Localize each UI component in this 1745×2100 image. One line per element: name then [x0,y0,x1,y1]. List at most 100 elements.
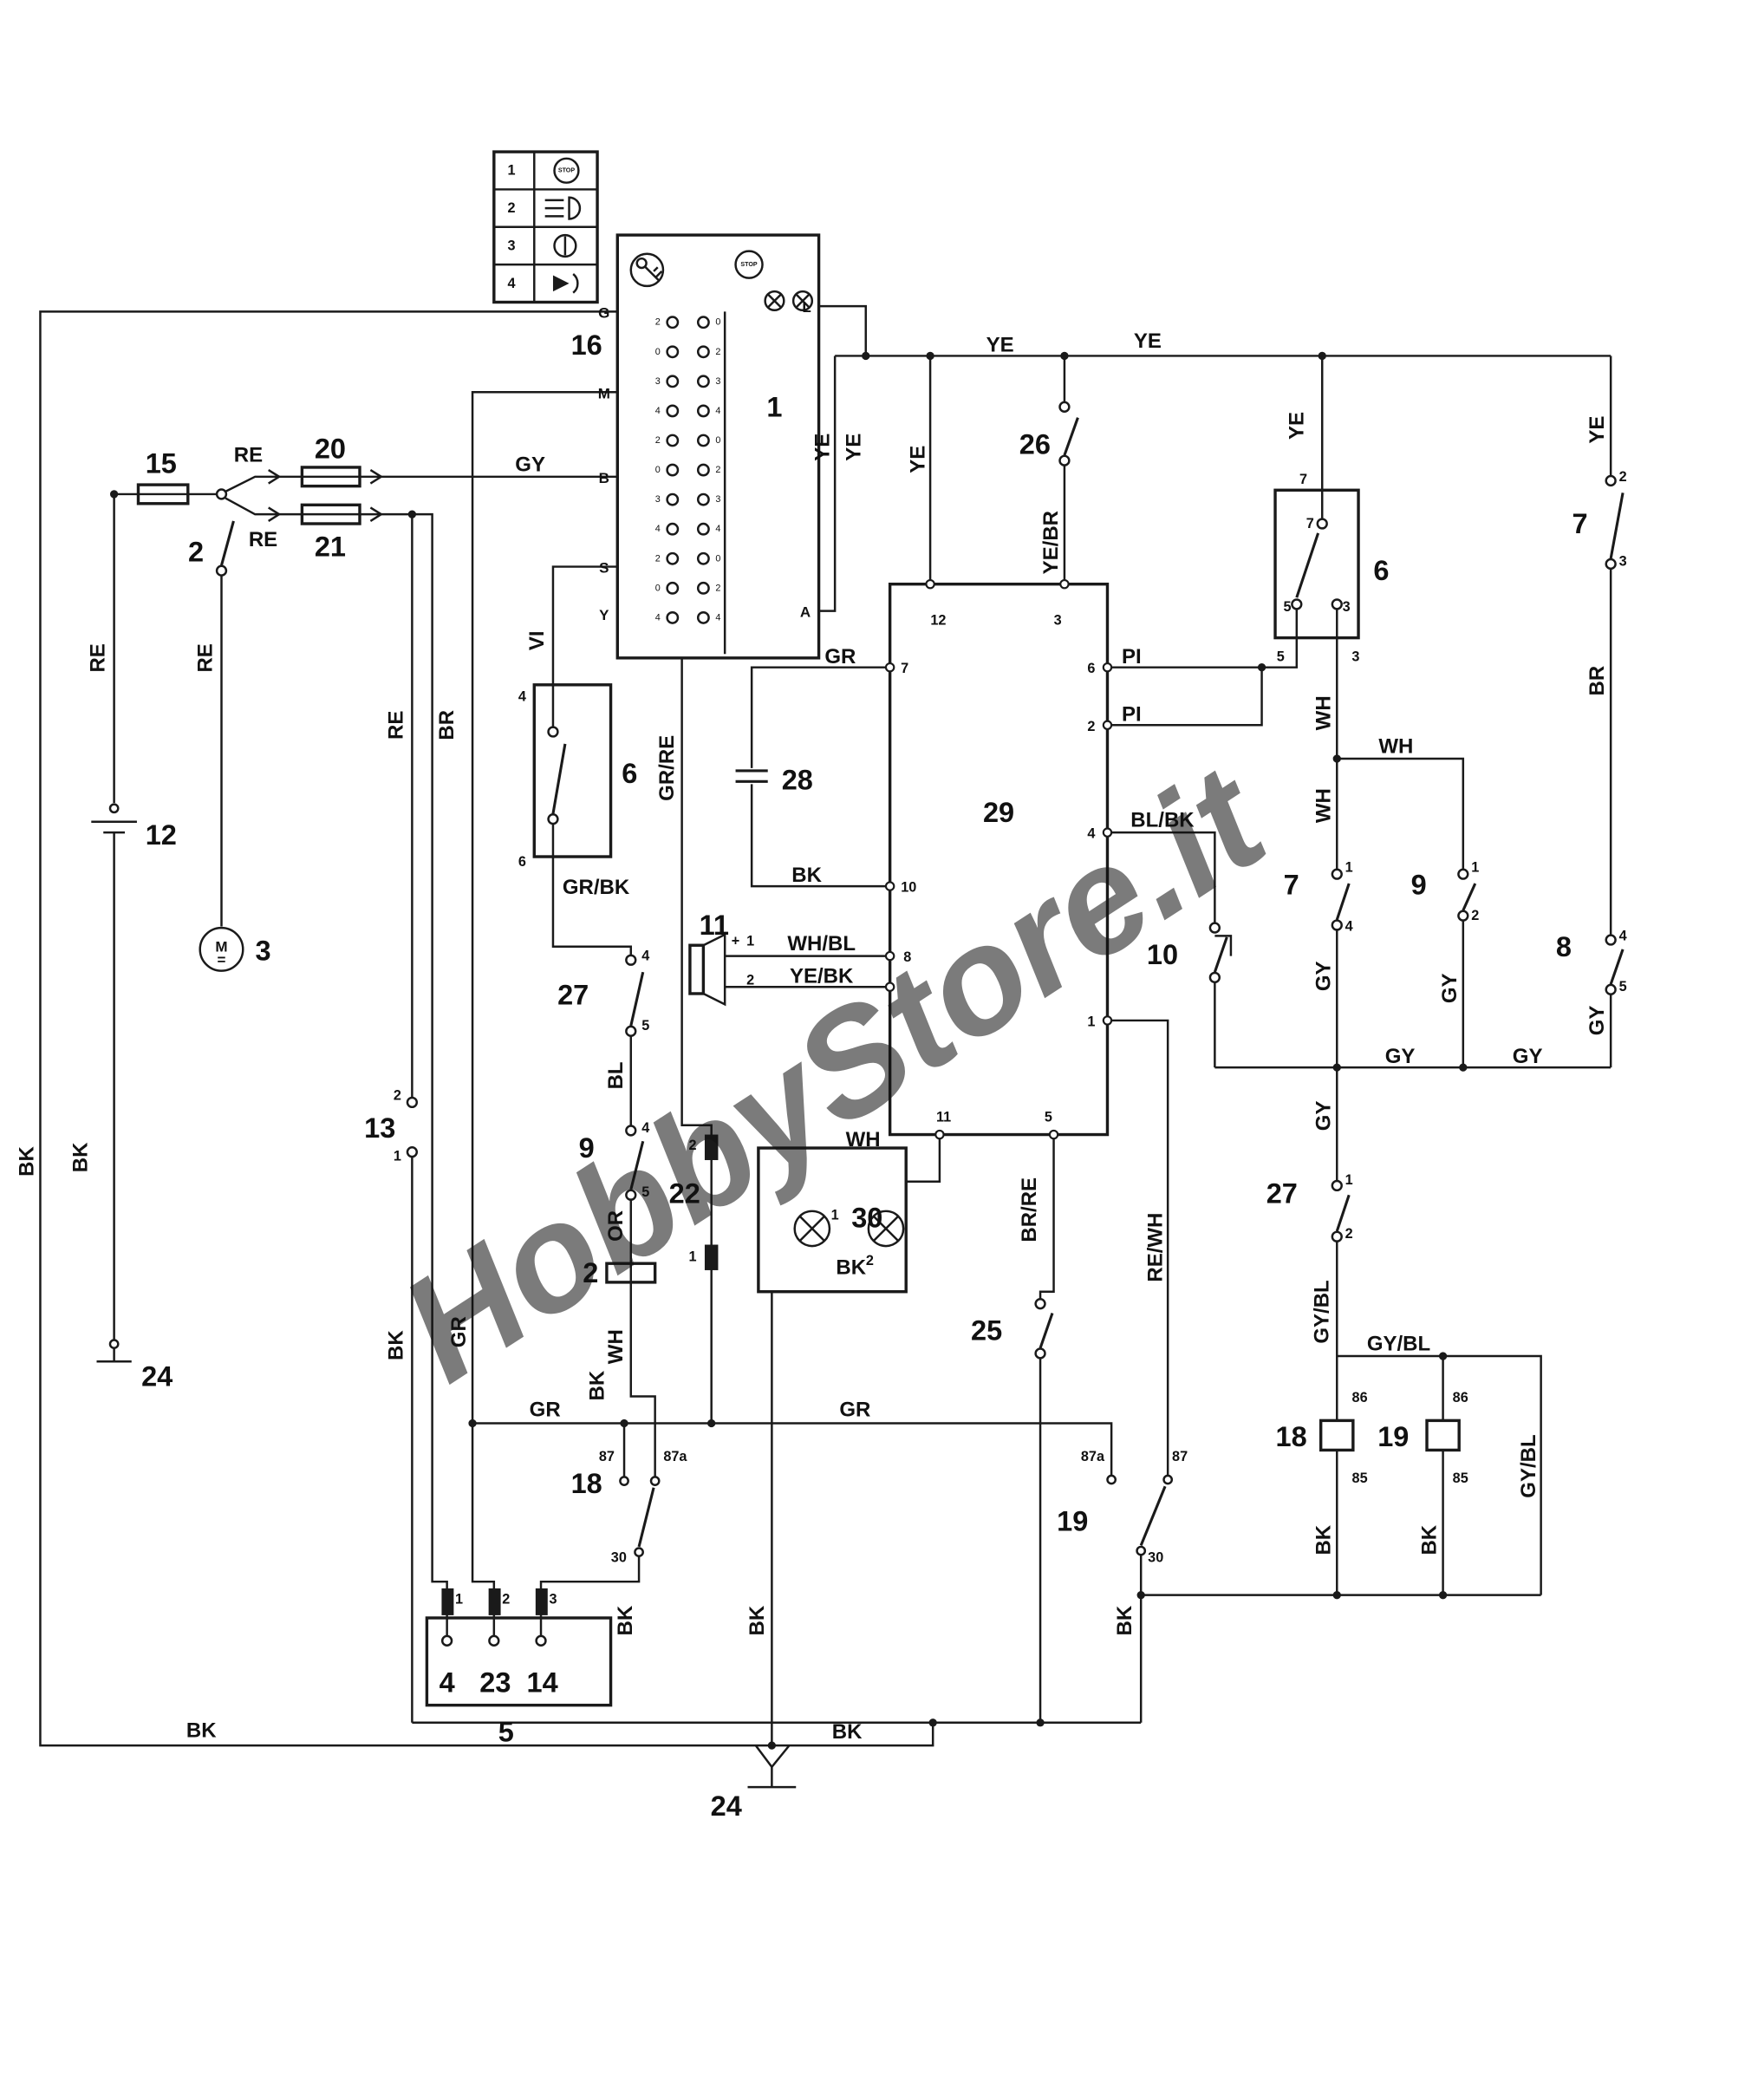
wire-bk-battery-ground [96,832,132,1363]
connector-pin [666,522,680,536]
wire-color-label: GY/BL [1517,1434,1540,1497]
pin-label: 12 [930,612,946,628]
box1-pin-grid [666,316,710,624]
wire-ye-from-a [818,355,837,612]
pin-digit: 2 [655,317,661,328]
component-number: 11 [700,910,729,941]
connector-pin [666,551,680,565]
wire-color-label: GY [1585,1006,1609,1036]
terminal-letter: G [598,304,609,321]
wire-color-label: YE [1134,329,1162,353]
wire-color-label: WH [1312,695,1335,730]
pin-label: 2 [688,1138,696,1153]
wire-color-label: YE [842,434,865,461]
wire-color-label: BL [604,1061,628,1089]
wire-sw10-hook [1214,935,1233,956]
wire-color-label: YE [907,446,930,473]
switch-27-right [1331,1179,1343,1192]
connector-pin [696,610,710,624]
wire-color-label: YE [811,434,835,461]
pin-label: 1 [831,1207,839,1223]
wire-color-label: WH [604,1329,628,1364]
component-number: 26 [1019,429,1051,460]
wire-color-label: WH [1312,788,1335,823]
pin-label: 4 [641,1120,649,1136]
component-number: 7 [1284,870,1299,901]
wire-gr-from-m [471,391,618,1618]
component-number: 12 [146,819,177,851]
wire-color-label: GR [447,1316,471,1347]
wire-color-label: GR/RE [655,735,679,801]
pin-digit: 0 [715,553,720,564]
ignition-icon [553,233,577,258]
component-number: 13 [364,1112,395,1144]
component-number: 15 [146,447,177,479]
component-number: 23 [479,1666,511,1698]
pin-label: 85 [1352,1471,1368,1486]
component-number: 19 [1057,1506,1088,1537]
wire-color-label: BR [1585,666,1609,696]
component-number: 25 [971,1315,1002,1347]
pin-digit: 4 [655,612,661,623]
pin-label: 87 [1172,1449,1188,1464]
stop-lamp-icon [734,250,764,279]
wire-color-label: GY [1438,973,1462,1003]
component-number: 6 [1373,555,1389,586]
relay-coil-19 [1425,1418,1461,1452]
connector-pin [666,434,680,447]
pin-digit: 4 [655,406,661,416]
wire-rewh-pin1 [1107,1019,1169,1477]
pin-digit: 0 [655,347,661,357]
connector-pin [666,345,680,359]
wire-color-label: BK [586,1370,609,1400]
fuse-21 [300,503,361,525]
pin-digit: 2 [715,583,720,593]
battery-bars [91,820,137,834]
pin-label: 5 [641,1184,649,1200]
connector-pin [666,581,680,595]
pin-label: 5 [641,1018,649,1034]
pin-label: 7 [1306,516,1314,532]
wire-color-label: RE [234,444,263,467]
wire-color-label: YE [1285,412,1308,440]
pin-label: 6 [518,854,526,870]
key-switch-unit-1 [615,233,821,660]
component-number: 21 [315,531,346,562]
box29-pins [884,578,1113,1140]
wire-color-label: GR/BK [563,876,630,899]
wire-color-label: BR [435,710,459,740]
wire-pi-pin2 [1107,667,1263,727]
legend-row-number: 1 [507,163,515,179]
wire-color-label: GY [515,453,545,476]
connector-5 [425,1616,613,1707]
wire-color-label: GY [1312,1101,1335,1132]
component-number: 27 [557,980,589,1011]
wire-brre-pin5 [1039,1134,1055,1301]
wire-color-label: GY/BL [1367,1333,1430,1356]
component-number: 14 [527,1666,558,1698]
connector-pin [696,551,710,565]
wire-pi-pin6 [1107,637,1299,668]
wire-color-label: YE [986,334,1014,357]
lamp-icon [867,1210,905,1248]
wire-wh-fuse2 [629,1282,656,1477]
pin-digit: 4 [715,612,720,623]
wire-color-label: PI [1122,702,1142,726]
wire-color-label: BK [614,1605,637,1635]
pin-digit: 0 [715,435,720,446]
watermark: HobbyStore.it [374,733,1296,1413]
pin-label: 1 [1087,1014,1095,1029]
component-number: 1 [766,391,782,422]
icon-text: STOP [558,167,575,174]
wire-ground-stem [747,1766,797,1789]
switch-9-left [625,1125,637,1137]
switch-27-left [625,954,637,966]
component-number: 5 [498,1717,514,1748]
wire-color-label: RE [87,643,110,672]
legend-row-number: 4 [507,276,515,291]
indicator-lamp-icon [764,290,785,312]
pin-digit: 3 [655,376,661,387]
horn-icon [552,273,579,294]
components [136,150,1461,1707]
